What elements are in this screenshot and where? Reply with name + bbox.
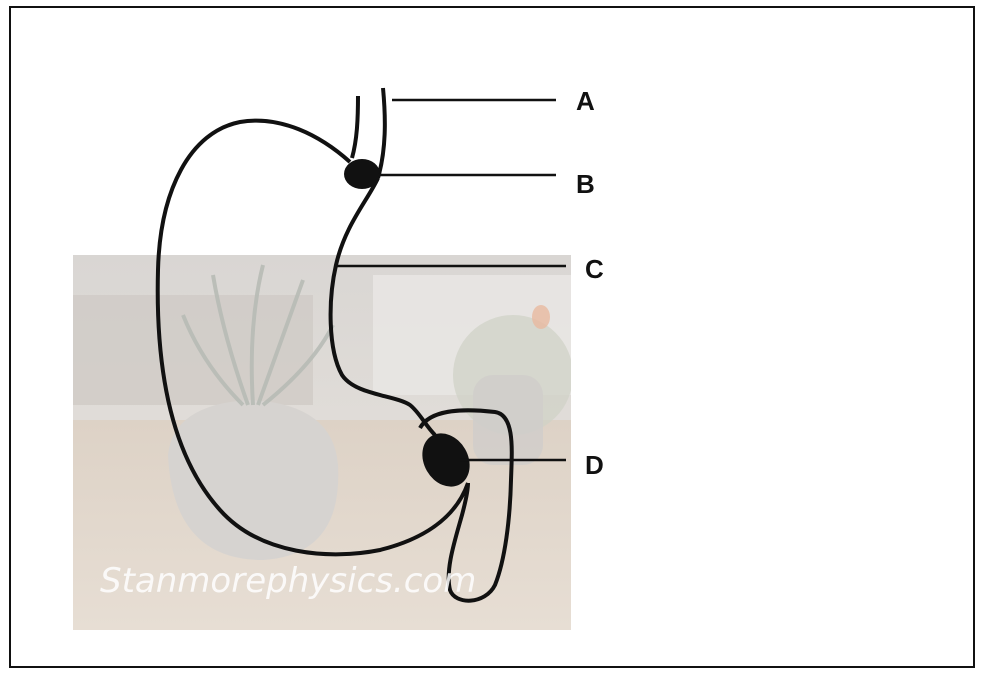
cardiac-sphincter: [344, 159, 380, 189]
oesophagus-right-wall: [378, 88, 385, 178]
stomach-greater-curvature: [158, 121, 468, 555]
watermark-text: Stanmorephysics.com: [100, 561, 476, 601]
label-b: B: [576, 169, 595, 199]
oesophagus-left-wall: [352, 96, 358, 158]
label-c: C: [585, 254, 604, 284]
stomach-lesser-curvature: [331, 178, 435, 435]
label-d: D: [585, 450, 604, 480]
label-a: A: [576, 86, 595, 116]
